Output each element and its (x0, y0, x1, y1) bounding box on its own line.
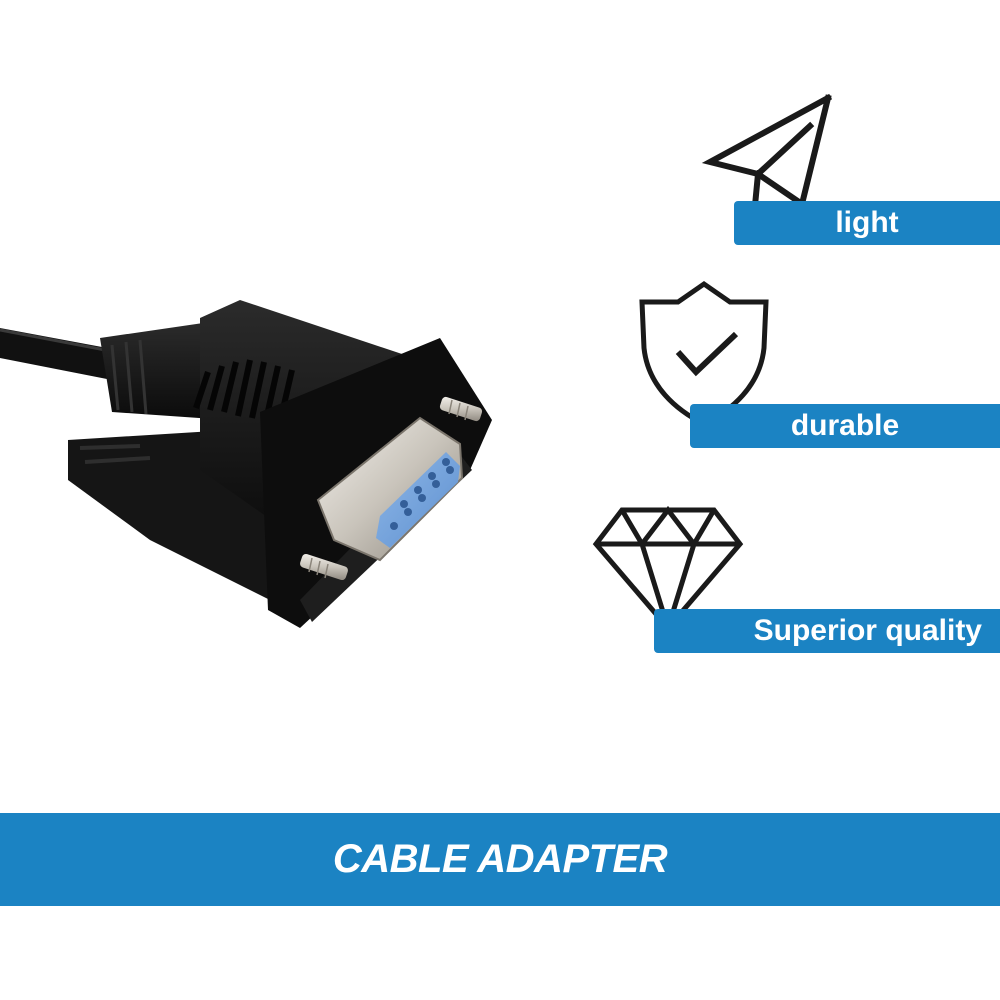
feature-band-light: light (734, 201, 1000, 245)
banner-title: CABLE ADAPTER (332, 837, 668, 881)
feature-band-durable: durable (690, 404, 1000, 448)
feature-band-superior-quality: Superior quality (654, 609, 1000, 653)
feature-label-durable: durable (790, 409, 900, 442)
feature-label-superior-quality: Superior quality (753, 614, 982, 647)
db9-connector-image (0, 300, 492, 628)
feature-label-light: light (835, 206, 899, 239)
cable-adapter-banner: CABLE ADAPTER (0, 813, 1000, 906)
